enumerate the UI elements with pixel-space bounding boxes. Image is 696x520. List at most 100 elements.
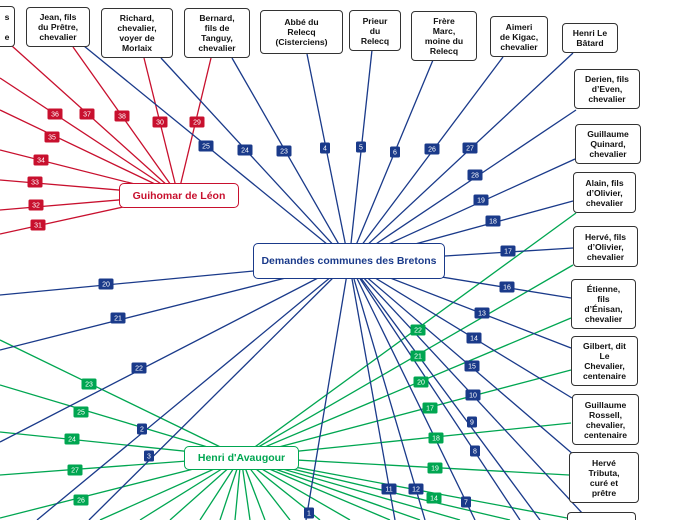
blue-edge-label-text: 3 — [147, 454, 151, 461]
blue-edge-number-label: 17 — [500, 245, 516, 257]
blue-edge-label-background — [467, 169, 483, 181]
red-edge-label-text: 37 — [83, 112, 91, 119]
node-abbe[interactable]: Abbé du Relecq (Cisterciens) — [260, 10, 343, 54]
red-edge-number-label: 35 — [44, 131, 60, 143]
node-jean[interactable]: Jean, fils du Prêtre, chevalier — [26, 7, 90, 47]
green-edge-number-label: 20 — [413, 376, 429, 388]
red-edge-label-text: 36 — [51, 112, 59, 119]
blue-edge-label-text: 2 — [140, 427, 144, 434]
blue-edge-label-text: 15 — [468, 364, 476, 371]
blue-edge-number-label: 5 — [356, 141, 366, 153]
blue-edge-label-background — [304, 507, 314, 519]
green-edge-number-label: 27 — [67, 464, 83, 476]
node-gilbert[interactable]: Gilbert, dit Le Chevalier, centenaire — [571, 336, 638, 386]
green-connection-line — [240, 317, 572, 458]
node-richard[interactable]: Richard, chevalier, voyer de Morlaix — [101, 8, 173, 58]
node-quinard[interactable]: Guillaume Quinard, chevalier — [575, 124, 641, 164]
blue-edge-number-label: 28 — [467, 169, 483, 181]
blue-edge-label-text: 16 — [503, 285, 511, 292]
red-edge-number-label: 34 — [33, 154, 49, 166]
blue-edge-label-background — [276, 145, 292, 157]
green-edge-label-background — [410, 324, 426, 336]
guihomar-de-leon-node[interactable]: Guihomar de Léon — [119, 183, 239, 208]
blue-edge-label-background — [461, 496, 471, 508]
node-henri-batard[interactable]: Henri Le Bâtard — [562, 23, 618, 53]
green-edge-number-label: 24 — [64, 433, 80, 445]
red-edge-label-text: 31 — [34, 223, 42, 230]
blue-connection-line — [348, 261, 426, 520]
blue-edge-label-text: 19 — [477, 198, 485, 205]
node-bottom[interactable] — [567, 512, 636, 520]
green-edge-label-text: 20 — [417, 380, 425, 387]
red-connection-line — [11, 45, 179, 196]
red-edge-label-background — [27, 176, 43, 188]
red-connection-line — [0, 109, 179, 196]
red-edge-label-background — [189, 116, 205, 128]
blue-edge-label-background — [499, 281, 515, 293]
blue-edge-label-background — [467, 416, 477, 428]
blue-edge-label-background — [381, 483, 397, 495]
blue-edge-label-background — [473, 194, 489, 206]
red-edge-number-label: 29 — [189, 116, 205, 128]
blue-edge-label-text: 27 — [466, 146, 474, 153]
red-edge-label-text: 34 — [37, 158, 45, 165]
red-edge-number-label: 36 — [47, 108, 63, 120]
blue-edge-number-label: 4 — [320, 142, 330, 154]
blue-connection-line — [348, 52, 574, 263]
blue-edge-number-label: 26 — [424, 143, 440, 155]
central-topic-node[interactable]: Demandes communes des Bretons — [253, 243, 445, 279]
blue-edge-label-background — [237, 144, 253, 156]
red-edge-number-label: 30 — [152, 116, 168, 128]
blue-edge-label-text: 18 — [489, 219, 497, 226]
blue-edge-label-background — [408, 483, 424, 495]
green-edge-label-background — [428, 432, 444, 444]
red-edge-label-text: 32 — [32, 203, 40, 210]
blue-edge-label-background — [131, 362, 147, 374]
blue-connection-line — [348, 56, 504, 263]
green-edge-label-text: 21 — [414, 354, 422, 361]
blue-edge-number-label: 1 — [304, 507, 314, 519]
blue-edge-number-label: 3 — [144, 450, 154, 462]
red-edge-label-text: 35 — [48, 135, 56, 142]
blue-edge-number-label: 15 — [464, 360, 480, 372]
node-prieur[interactable]: Prieur du Relecq — [349, 10, 401, 51]
blue-edge-label-text: 22 — [135, 366, 143, 373]
green-edge-number-label: 14 — [426, 492, 442, 504]
red-connection-line — [0, 77, 179, 196]
green-edge-label-text: 18 — [432, 436, 440, 443]
green-edge-label-background — [422, 402, 438, 414]
node-derien[interactable]: Derien, fils d’Even, chevalier — [574, 69, 640, 109]
node-rossell[interactable]: Guillaume Rossell, chevalier, centenaire — [572, 394, 639, 445]
henri-davaugour-node[interactable]: Henri d'Avaugour — [184, 446, 299, 470]
blue-edge-label-background — [485, 215, 501, 227]
blue-edge-number-label: 14 — [466, 332, 482, 344]
blue-edge-label-text: 5 — [359, 145, 363, 152]
node-partial[interactable]: s e — [0, 6, 15, 47]
green-connection-line — [240, 369, 572, 458]
blue-edge-label-text: 17 — [504, 249, 512, 256]
blue-edge-label-background — [465, 389, 481, 401]
red-edge-label-background — [47, 108, 63, 120]
blue-connection-line — [305, 261, 350, 520]
blue-edge-number-label: 12 — [408, 483, 424, 495]
node-tributa[interactable]: Hervé Tributa, curé et prêtre — [569, 452, 639, 503]
blue-edge-label-text: 4 — [323, 146, 327, 153]
node-marc[interactable]: Frère Marc, moine du Relecq — [411, 11, 477, 61]
blue-edge-label-text: 24 — [241, 148, 249, 155]
blue-edge-number-label: 7 — [461, 496, 471, 508]
node-alain[interactable]: Alain, fils d’Olivier, chevalier — [573, 172, 636, 213]
node-bernard[interactable]: Bernard, fils de Tanguy, chevalier — [184, 8, 250, 58]
green-edge-label-background — [64, 433, 80, 445]
blue-edge-label-text: 13 — [478, 311, 486, 318]
node-herve-olivier[interactable]: Hervé, fils d’Olivier, chevalier — [573, 226, 638, 267]
red-edge-label-background — [33, 154, 49, 166]
blue-edge-label-text: 28 — [471, 173, 479, 180]
node-aimeri[interactable]: Aimeri de Kigac, chevalier — [490, 16, 548, 57]
green-edge-number-label: 19 — [427, 462, 443, 474]
blue-edge-number-label: 10 — [465, 389, 481, 401]
blue-connection-line — [348, 49, 373, 263]
red-edge-number-label: 31 — [30, 219, 46, 231]
red-edge-label-background — [44, 131, 60, 143]
blue-edge-label-background — [466, 332, 482, 344]
node-etienne[interactable]: Étienne, fils d’Énisan, chevalier — [571, 279, 636, 329]
